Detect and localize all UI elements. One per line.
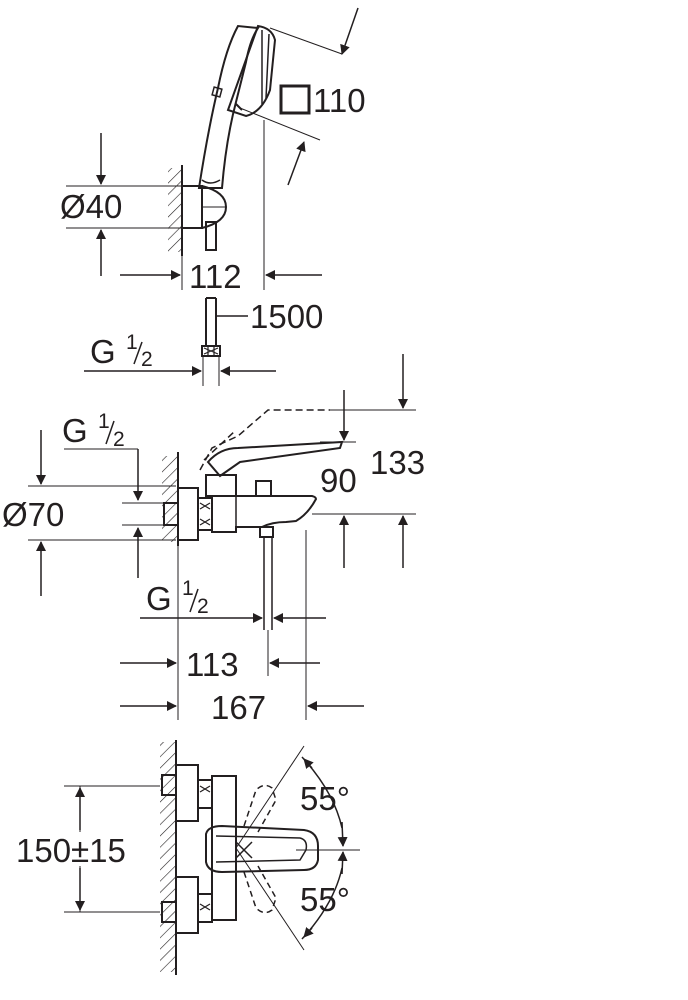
dim-holder-diameter: Ø40 xyxy=(60,188,122,225)
dim-inlet-thread: G xyxy=(62,412,88,449)
shower-hose xyxy=(201,297,248,386)
mixer-front-lever xyxy=(205,824,319,874)
dim-rotation-down: 55° xyxy=(300,881,350,918)
wall-hatch-bottom xyxy=(160,742,176,972)
hose-thread-numerator: 1 xyxy=(126,331,138,354)
spout-thread-base: G xyxy=(146,580,172,617)
hose-stub xyxy=(205,221,217,251)
mixer-body xyxy=(211,495,318,533)
spout-thread-numerator: 1 xyxy=(182,577,194,600)
wall-hatch-middle xyxy=(162,456,178,542)
dim-rotation-up: 55° xyxy=(300,780,350,817)
lever-rotated-up xyxy=(243,784,277,833)
wall-hatch-top xyxy=(168,168,182,252)
mixer-front-body xyxy=(211,775,237,921)
lever-rotated-down xyxy=(243,865,277,914)
dim-spout-thread: G xyxy=(146,580,172,617)
inlet-thread-numerator: 1 xyxy=(98,410,110,433)
hose-thread-denominator: 2 xyxy=(141,348,153,371)
mixer-side-view: G 1 2 Ø70 90 133 G 1 2 xyxy=(2,354,425,726)
dim-hose-length: 1500 xyxy=(250,298,323,335)
mixer-front-view: 55° 55° 150±15 xyxy=(16,740,360,975)
mixer-lever-raised xyxy=(199,409,330,471)
dim-overall-depth: 167 xyxy=(211,689,266,726)
square-symbol xyxy=(279,84,311,115)
dim-hose-thread: G xyxy=(90,333,116,370)
dim-rosette-diameter: Ø70 xyxy=(2,496,64,533)
shower-set-view: 110 Ø40 112 1500 G 1 2 xyxy=(60,7,366,386)
inlet-thread-denominator: 2 xyxy=(113,428,125,451)
inlet-thread-base: G xyxy=(62,412,88,449)
dim-projection: 112 xyxy=(189,258,242,295)
hand-shower xyxy=(197,24,277,189)
dim-square-head: 110 xyxy=(313,82,366,119)
spout-thread-denominator: 2 xyxy=(197,595,209,618)
dim-spout-outlet: 113 xyxy=(186,646,239,683)
dim-center-distance: 150±15 xyxy=(16,832,126,869)
shower-holder xyxy=(181,185,228,229)
dim-lever-raised-height: 133 xyxy=(370,444,425,481)
dim-lever-height: 90 xyxy=(320,462,357,499)
mixer-lever xyxy=(206,440,344,478)
hose-thread-base: G xyxy=(90,333,116,370)
